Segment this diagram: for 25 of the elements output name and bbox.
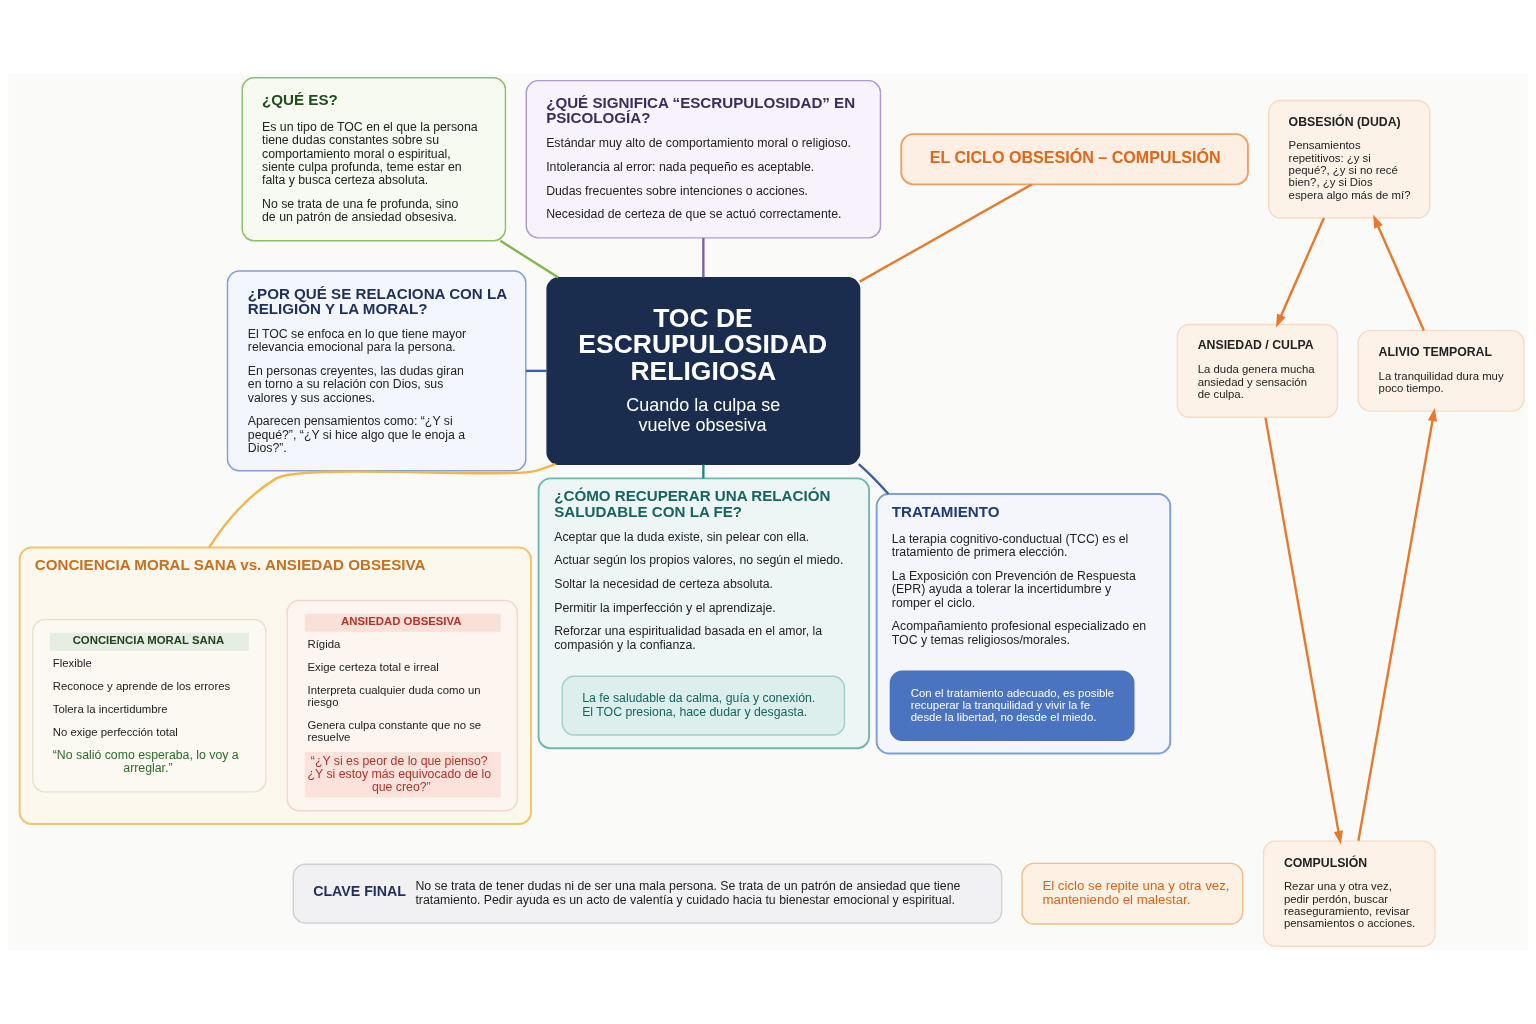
node-box: EL CICLO OBSESIÓN – COMPULSIÓN (900, 133, 1249, 186)
arrow (1373, 214, 1425, 331)
connector (857, 463, 890, 495)
node-box: OBSESIÓN (DUDA) Pensamientos repetitivos: ¿y si pequé?, ¿y si no recé bien?, ¿y si Dios espera algo más de mí? (1268, 99, 1431, 219)
arrow (1264, 417, 1343, 845)
connector (702, 464, 705, 479)
connector (859, 183, 1033, 283)
node-box: TOC DE ESCRUPULOSIDAD RELIGIOSA Cuando la culpa se vuelve obsesiva (546, 276, 861, 465)
node-box: ALIVIO TEMPORAL La tranquilidad dura muy poco tiempo. (1357, 329, 1525, 412)
node-box: ¿POR QUÉ SE RELACIONA CON LA RELIGIÓN Y LA MORAL? El TOC se enfoca en lo que tiene mayor relevancia emocional para la persona. En personas creyentes, las dudas giran en torno a su relación con Dios, sus valores y sus acciones. Aparecen pensamientos como: “¿Y si pequé?”, “¿Y si hice algo que le enoja a Dios?”. (226, 270, 527, 472)
node-box: El ciclo se repite una y otra vez, manteniendo el malestar. (1021, 862, 1244, 925)
node-box: ¿QUÉ SIGNIFICA “ESCRUPULOSIDAD” EN PSICOLOGÍA? Estándar muy alto de comportamiento moral o religioso. Intolerancia al error: nada pequeño es aceptable. Dudas frecuentes sobre intenciones o acciones. Necesidad de certeza de que se actuó correctamente. (525, 79, 882, 239)
connector (499, 239, 559, 279)
connector (702, 238, 705, 278)
node-box: CONCIENCIA MORAL SANA Flexible Reconoce y aprende de los errores Tolera la incertidumbre No exige perfección total “No salió como esperaba, lo voy a arreglar.” (32, 618, 267, 793)
arrow (1357, 407, 1437, 841)
node-box: CLAVE FINAL No se trata de tener dudas ni de ser una mala persona. Se trata de un patrón de ansiedad que tiene tratamiento. Pedir ayuda es un acto de valentía y cuidado hacia tu bienestar emocional y espiritual. (292, 863, 1003, 924)
node-box: ANSIEDAD OBSESIVA Rígida Exige certeza total e irreal Interpreta cualquier duda como un riesgo Genera culpa constante que no se resuelve “¿Y si es peor de lo que pienso? ¿Y si estoy más equivocado de lo que creo?” (286, 599, 518, 812)
arrow (1275, 217, 1325, 328)
node-box: COMPULSIÓN Rezar una y otra vez, pedir perdón, buscar reaseguramiento, revisar pensamientos o acciones. (1262, 840, 1436, 947)
connector (525, 369, 548, 373)
node-box: ANSIEDAD / CULPA La duda genera mucha ansiedad y sensación de culpa. (1176, 323, 1339, 418)
node-box: ¿QUÉ ES? Es un tipo de TOC en el que la persona tiene dudas constantes sobre su comportamiento moral o espiritual, siente culpa profunda, teme estar en falta y busca certeza absoluta. No se trata de una fe profunda, sino de un patrón de ansiedad obsesiva. (241, 77, 507, 242)
node-box: Con el tratamiento adecuado, es posible recuperar la tranquilidad y vivir la fe desde la libertad, no desde el miedo. (889, 670, 1135, 741)
node-box: La fe saludable da calma, guía y conexión. El TOC presiona, hace dudar y desgasta. (561, 675, 846, 736)
